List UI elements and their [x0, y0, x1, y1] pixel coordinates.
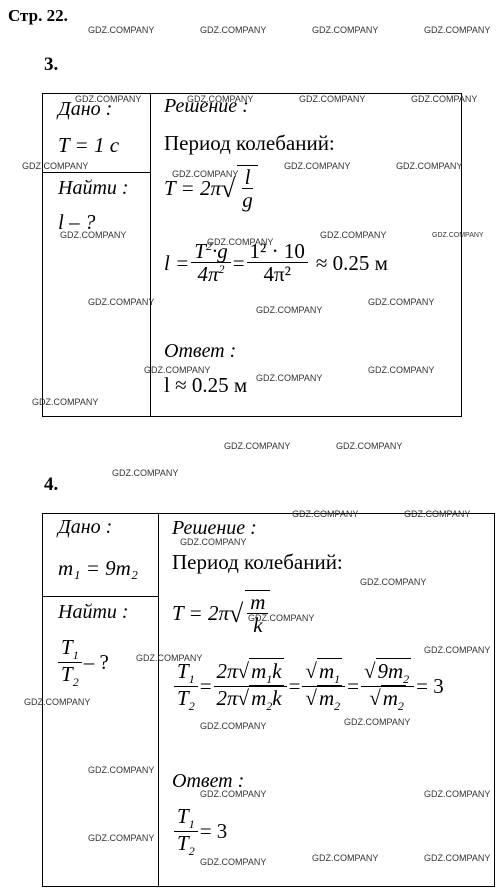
answer-label: Ответ :: [172, 770, 245, 792]
watermark: GDZ.COMPANY: [404, 509, 471, 519]
watermark: GDZ.COMPANY: [207, 237, 274, 247]
watermark: GDZ.COMPANY: [187, 94, 254, 104]
answer-label: Ответ :: [164, 340, 237, 362]
calc-mid-numerator: 1² · 10: [246, 240, 308, 264]
problem-3-given-divider: [42, 172, 151, 173]
calc-fraction-numeric: 1² · 10 4π²: [246, 240, 308, 287]
watermark: GDZ.COMPANY: [396, 161, 463, 171]
given-value: T = 1 с: [58, 133, 120, 157]
find-label: Найти :: [58, 177, 129, 199]
find-label: Найти :: [58, 601, 129, 623]
watermark: GDZ.COMPANY: [424, 645, 491, 655]
solution-label: Решение :: [172, 517, 257, 539]
watermark: GDZ.COMPANY: [368, 297, 435, 307]
watermark: GDZ.COMPANY: [320, 230, 387, 240]
watermark: GDZ.COMPANY: [344, 717, 411, 727]
watermark: GDZ.COMPANY: [200, 721, 267, 731]
period-formula-lhs: T = 2π: [164, 176, 221, 201]
watermark: GDZ.COMPANY: [200, 25, 267, 35]
watermark: GDZ.COMPANY: [256, 305, 323, 315]
answer-value: l ≈ 0.25 м: [164, 373, 248, 397]
given-label: Дано :: [58, 516, 113, 538]
watermark: GDZ.COMPANY: [144, 365, 211, 375]
watermark: GDZ.COMPANY: [200, 857, 267, 867]
problem-3-box: [42, 93, 462, 417]
watermark: GDZ.COMPANY: [88, 25, 155, 35]
solution-label: Решение :: [164, 95, 249, 117]
find-value: l – ?: [58, 210, 96, 234]
page-title: Стр. 22.: [8, 6, 68, 25]
find-tail: – ?: [83, 650, 109, 675]
watermark: GDZ.COMPANY: [88, 833, 155, 843]
watermark: GDZ.COMPANY: [360, 577, 427, 587]
watermark: GDZ.COMPANY: [60, 230, 127, 240]
watermark: GDZ.COMPANY: [180, 537, 247, 547]
period-formula-lhs: T = 2π: [172, 601, 229, 626]
watermark: GDZ.COMPANY: [411, 94, 478, 104]
watermark: GDZ.COMPANY: [22, 161, 89, 171]
watermark: GDZ.COMPANY: [88, 765, 155, 775]
watermark: GDZ.COMPANY: [292, 509, 359, 519]
watermark: GDZ.COMPANY: [24, 697, 91, 707]
watermark: GDZ.COMPANY: [299, 94, 366, 104]
watermark: GDZ.COMPANY: [424, 853, 491, 863]
answer-tail: = 3: [199, 819, 228, 844]
watermark: GDZ.COMPANY: [368, 365, 435, 375]
watermark: GDZ.COMPANY: [224, 441, 291, 451]
watermark: GDZ.COMPANY: [312, 853, 379, 863]
sqrt-icon: √: [221, 173, 236, 203]
solution-intro: Период колебаний:: [172, 550, 343, 574]
watermark: GDZ.COMPANY: [112, 468, 179, 478]
watermark: GDZ.COMPANY: [32, 397, 99, 407]
watermark: GDZ.COMPANY: [284, 161, 351, 171]
ratio-result: = 3: [416, 674, 444, 699]
watermark: GDZ.COMPANY: [88, 297, 155, 307]
problem-number-3: 3.: [44, 54, 59, 75]
watermark: GDZ.COMPANY: [336, 441, 403, 451]
problem-4-box: [42, 513, 495, 887]
watermark: GDZ.COMPANY: [432, 232, 484, 239]
watermark: GDZ.COMPANY: [424, 789, 491, 799]
watermark: GDZ.COMPANY: [256, 373, 323, 383]
watermark: GDZ.COMPANY: [248, 613, 315, 623]
given-label: Дано :: [58, 98, 113, 120]
problem-4-given-divider: [42, 596, 159, 597]
watermark: GDZ.COMPANY: [200, 789, 267, 799]
calc-result: ≈ 0.25 м: [315, 250, 388, 275]
watermark: GDZ.COMPANY: [312, 25, 379, 35]
given-value: m₁ = 9m₂: [58, 556, 139, 580]
watermark: GDZ.COMPANY: [424, 25, 491, 35]
problem-4-divider: [158, 513, 159, 887]
problem-number-4: 4.: [44, 474, 59, 495]
watermark: GDZ.COMPANY: [136, 653, 203, 663]
calc-lhs: l =: [164, 250, 190, 275]
solution-intro: Период колебаний:: [164, 131, 335, 155]
calc-mid-denominator: 4π²: [263, 262, 291, 287]
watermark: GDZ.COMPANY: [172, 169, 239, 179]
watermark: GDZ.COMPANY: [75, 94, 142, 104]
problem-3-divider: [150, 93, 151, 417]
sqrt-icon: √: [229, 598, 244, 628]
